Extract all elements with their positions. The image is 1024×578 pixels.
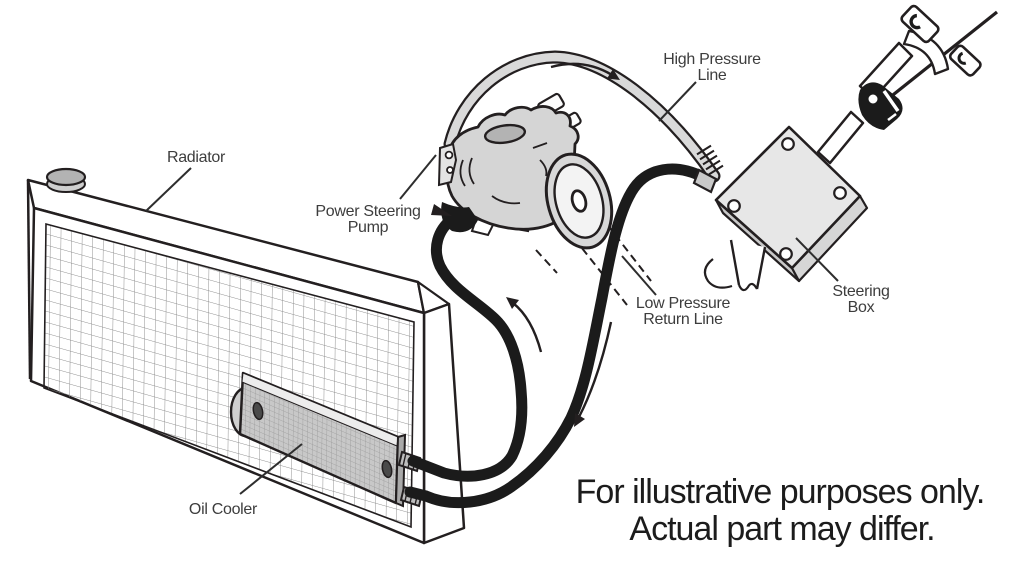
label-high-pressure-line-line2: Line (697, 67, 726, 84)
leader-radiator (145, 167, 192, 212)
pump-reservoir-cap (483, 123, 527, 145)
low-pressure-return-hose-cooler-to-pump (407, 213, 528, 482)
label-steering-box-line1: Steering (832, 283, 889, 300)
flow-arrow-return-down (574, 321, 613, 427)
oil-cooler-port-right (381, 459, 393, 479)
high-pressure-line-threads (696, 144, 724, 176)
pitman-pipe (703, 239, 767, 292)
flow-arrow-return-up (506, 297, 543, 353)
label-power-steering-pump-line1: Power Steering (315, 203, 420, 220)
pump-outlet-fitting (441, 202, 478, 233)
steering-box-bolt-hole (781, 137, 795, 151)
label-steering-box-line2: Box (848, 299, 875, 316)
steering-box (703, 125, 869, 292)
column-shaft-lower (816, 110, 865, 165)
leader-oil-cooler (239, 443, 303, 495)
pump-pulley (544, 152, 614, 250)
leader-steering-box (795, 237, 839, 282)
flow-arrow-high-pressure (550, 62, 620, 80)
steering-box-bolt-hole (833, 186, 847, 200)
label-low-pressure-return-line-line1: Low Pressure (636, 295, 731, 312)
pump-body-detail-lines (459, 142, 548, 205)
steering-box-bolt-hole (779, 247, 793, 261)
steering-box-bolt-hole (727, 199, 741, 213)
disclaimer-line-1: For illustrative purposes only. (576, 473, 985, 511)
disclaimer-line-2: Actual part may differ. (629, 510, 934, 548)
high-pressure-fitting-nut (692, 168, 718, 194)
label-radiator: Radiator (167, 149, 226, 166)
label-oil-cooler: Oil Cooler (189, 501, 258, 518)
low-pressure-return-hose-box-to-cooler (404, 163, 709, 509)
leader-power-steering-pump (399, 154, 437, 200)
leader-low-pressure-return-line (621, 255, 657, 296)
label-high-pressure-line-line1: High Pressure (663, 51, 761, 68)
radiator-left-edge (26, 179, 32, 380)
steering-box-top-face (714, 125, 862, 270)
label-low-pressure-return-line-line2: Return Line (643, 311, 723, 328)
pump-left-ear (437, 142, 458, 187)
pump-pointer-arrowhead (431, 204, 452, 216)
label-power-steering-pump-line2: Pump (348, 219, 389, 236)
leader-high-pressure-line (658, 81, 697, 122)
column-clamp-right (948, 44, 982, 77)
power-steering-pump (437, 92, 614, 250)
steering-column (816, 4, 998, 165)
universal-joint (858, 82, 903, 130)
oil-cooler-port-left (252, 401, 264, 421)
high-pressure-line (443, 50, 724, 183)
oil-cooler (229, 371, 424, 508)
radiator-cap (45, 167, 87, 193)
column-clamp-top (900, 4, 940, 44)
